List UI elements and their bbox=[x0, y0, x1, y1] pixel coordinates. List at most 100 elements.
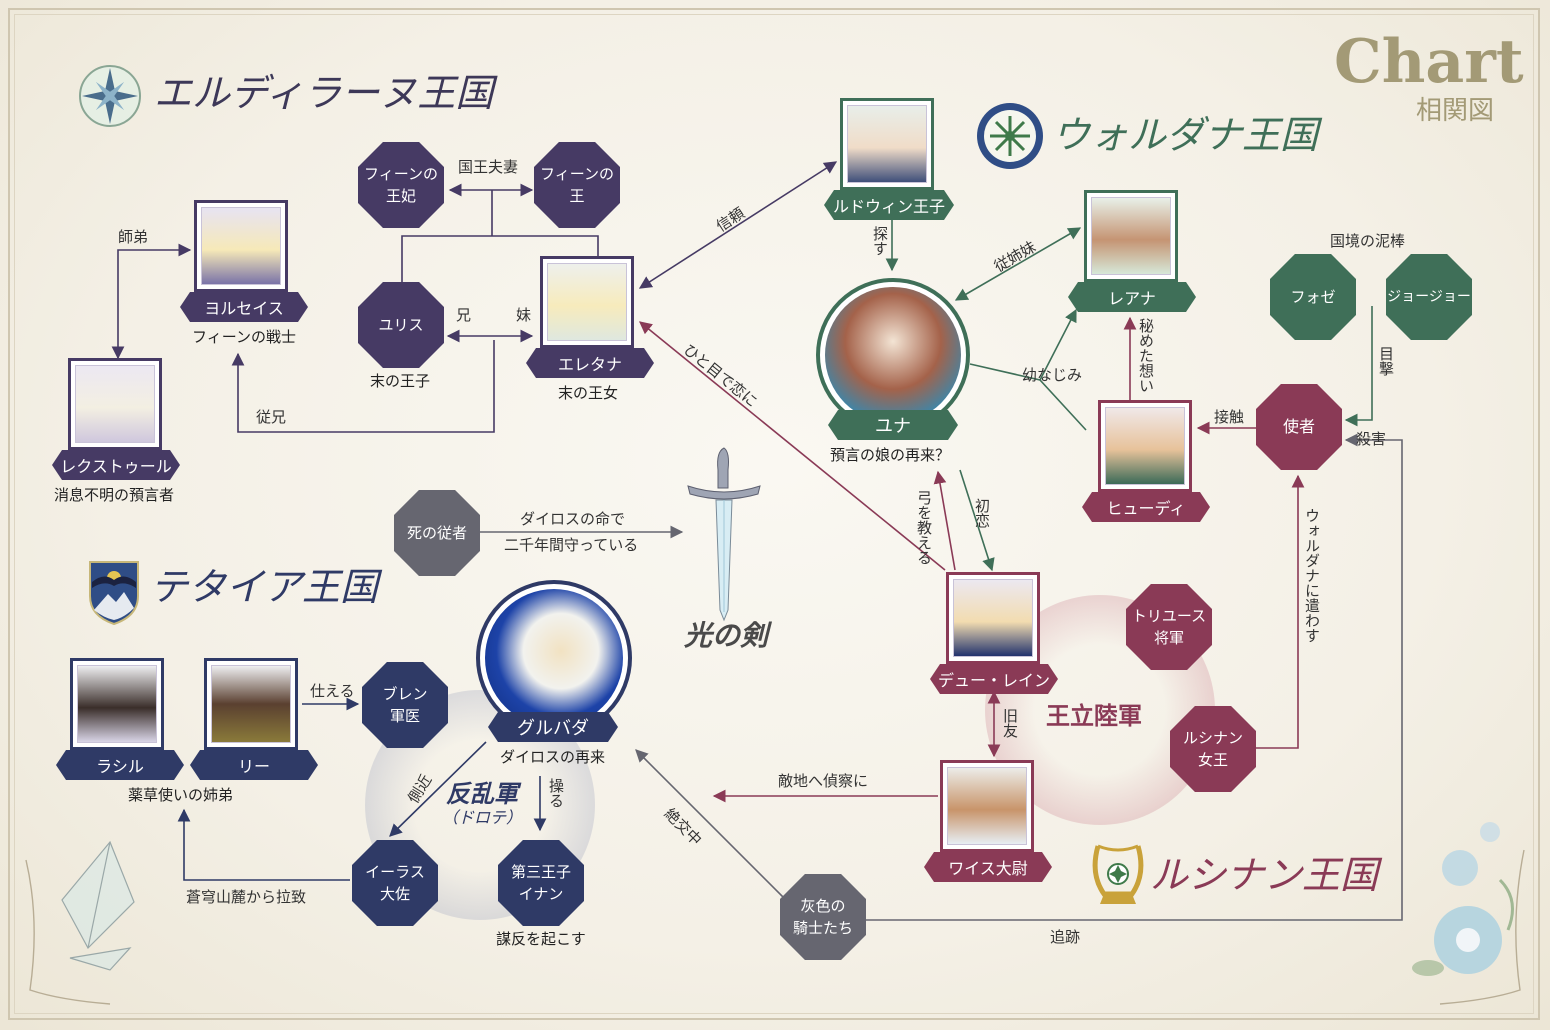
label-mokugeki: 目撃 bbox=[1377, 346, 1395, 376]
label-imouto: 妹 bbox=[516, 306, 532, 324]
oct-triuse[interactable]: トリユース 将軍 bbox=[1126, 584, 1212, 670]
portrait-rena[interactable] bbox=[1084, 190, 1178, 282]
corner-flourish bbox=[25, 849, 1525, 1005]
plate-rekstool: レクストゥール bbox=[52, 450, 180, 480]
label-ani: 兄 bbox=[456, 306, 472, 324]
line-juushimai bbox=[954, 227, 1082, 301]
portrait-rekstool[interactable] bbox=[68, 358, 162, 450]
portrait-ludwin[interactable] bbox=[840, 98, 934, 190]
plate-wise: ワイス大尉 bbox=[924, 852, 1052, 882]
label-hatsukoi: 初恋 bbox=[973, 498, 991, 528]
desc-yuris: 末の王子 bbox=[370, 372, 431, 390]
oct-buren[interactable]: ブレン 軍医 bbox=[362, 662, 448, 748]
oct-messenger[interactable]: 使者 bbox=[1256, 384, 1342, 470]
label-yumi: 弓を教える bbox=[915, 490, 933, 565]
line-hitome bbox=[639, 321, 946, 571]
line-rachi bbox=[177, 808, 350, 881]
label-daiyros-2: 二千年間守っている bbox=[504, 536, 639, 554]
plate-hyudi: ヒューディ bbox=[1082, 492, 1210, 522]
group-rebels-sub: （ドロテ） bbox=[442, 808, 523, 827]
desc-rekstool: 消息不明の預言者 bbox=[54, 486, 175, 504]
desc-eretana: 末の王女 bbox=[558, 384, 619, 402]
line-zekkou bbox=[635, 749, 785, 899]
plate-ludwin: ルドウィン王子 bbox=[824, 190, 954, 220]
line-hatsukoi bbox=[959, 469, 995, 572]
portrait-eretana[interactable] bbox=[540, 256, 634, 348]
sword-of-light bbox=[687, 447, 761, 622]
line-sokkin bbox=[389, 741, 487, 837]
plate-dulane: デュー・レイン bbox=[930, 664, 1058, 694]
label-kyuuyu: 旧友 bbox=[1001, 708, 1019, 738]
line-shitei bbox=[111, 243, 192, 360]
plate-rasil: ラシル bbox=[56, 750, 184, 780]
label-shitei: 師弟 bbox=[118, 228, 149, 246]
oct-jojo[interactable]: ジョージョー bbox=[1386, 254, 1472, 340]
plate-ri: リー bbox=[190, 750, 318, 780]
flower-decoration bbox=[1412, 822, 1514, 976]
label-tekichi: 敵地へ偵察に bbox=[778, 772, 869, 790]
portrait-dulane[interactable] bbox=[946, 572, 1040, 664]
chart-subtitle: 相関図 bbox=[1416, 96, 1495, 126]
chart-title: Chart bbox=[1334, 27, 1524, 97]
oct-fose[interactable]: フォゼ bbox=[1270, 254, 1356, 340]
oct-shisha[interactable]: 死の従者 bbox=[394, 490, 480, 576]
oct-yuris[interactable]: ユリス bbox=[358, 282, 444, 368]
portrait-hyudi[interactable] bbox=[1098, 400, 1192, 492]
oct-eeras[interactable]: イーラス 大佐 bbox=[352, 840, 438, 926]
line-yumi bbox=[933, 470, 956, 571]
oct-knights[interactable]: 灰色の 騎士たち bbox=[780, 874, 866, 960]
label-osananajimi: 幼なじみ bbox=[1022, 366, 1083, 384]
compass-icon bbox=[79, 65, 141, 127]
line-juukei bbox=[231, 340, 495, 433]
kingdom-erdi-title: エルディラーヌ王国 bbox=[154, 71, 494, 115]
line-tsuiseki bbox=[866, 433, 1403, 921]
oct-queen[interactable]: フィーンの 王妃 bbox=[358, 142, 444, 228]
shield-crest-icon bbox=[89, 561, 139, 626]
kingdom-rusinan-title: ルシナン王国 bbox=[1150, 853, 1379, 897]
oct-inan[interactable]: 第三王子 イナン bbox=[498, 840, 584, 926]
plate-yuna: ユナ bbox=[828, 410, 958, 440]
plate-yorseis: ヨルセイス bbox=[180, 292, 308, 322]
label-king-couple: 国王夫妻 bbox=[458, 158, 519, 176]
group-army: 王立陸軍 bbox=[1046, 701, 1142, 730]
plate-eretana: エレタナ bbox=[526, 348, 654, 378]
oct-king[interactable]: フィーンの 王 bbox=[534, 142, 620, 228]
label-satsugai: 殺害 bbox=[1356, 430, 1387, 448]
sword-label: 光の剣 bbox=[684, 619, 769, 652]
label-himeta: 秘めた想い bbox=[1137, 318, 1155, 393]
desc-inan: 謀反を起こす bbox=[496, 930, 586, 948]
line-mokugeki bbox=[1344, 306, 1373, 427]
line-kenshi bbox=[1256, 474, 1305, 749]
label-tsuiseki: 追跡 bbox=[1050, 928, 1081, 946]
label-sagasu: 探す bbox=[871, 226, 889, 256]
label-kokkyou: 国境の泥棒 bbox=[1330, 232, 1406, 250]
plate-rena: レアナ bbox=[1068, 282, 1196, 312]
lyre-crest-icon bbox=[1092, 844, 1144, 904]
desc-siblings: 薬草使いの姉弟 bbox=[128, 786, 234, 804]
group-rebels: 反乱軍 bbox=[446, 779, 518, 808]
label-tsukaeru: 仕える bbox=[310, 682, 355, 700]
kingdom-walda-title: ウォルダナ王国 bbox=[1052, 113, 1319, 157]
label-rachi: 蒼穹山麓から拉致 bbox=[186, 888, 307, 906]
portrait-ri[interactable] bbox=[204, 658, 298, 750]
snowflake-crest-icon bbox=[977, 103, 1043, 169]
portrait-wise[interactable] bbox=[940, 760, 1034, 852]
portrait-rasil[interactable] bbox=[70, 658, 164, 750]
label-kenshi: ウォルダナに遣わす bbox=[1303, 508, 1321, 643]
desc-yorseis: フィーンの戦士 bbox=[192, 328, 296, 346]
oct-queen-rusinan[interactable]: ルシナン 女王 bbox=[1170, 706, 1256, 792]
portrait-gurubada[interactable] bbox=[476, 580, 632, 736]
label-ayatsuru: 操る bbox=[547, 778, 565, 808]
kingdom-tetaia-title: テタイア王国 bbox=[150, 565, 379, 609]
portrait-yorseis[interactable] bbox=[194, 200, 288, 292]
portrait-yuna[interactable] bbox=[816, 278, 970, 432]
line-osananajimi bbox=[969, 310, 1086, 431]
crystal-decoration bbox=[61, 840, 135, 971]
label-daiyros-1: ダイロスの命で bbox=[520, 510, 626, 528]
line-shinrai bbox=[638, 161, 838, 289]
desc-yuna: 預言の娘の再来？ bbox=[830, 446, 951, 464]
label-sesshoku: 接触 bbox=[1214, 408, 1245, 426]
line-family bbox=[401, 190, 599, 282]
